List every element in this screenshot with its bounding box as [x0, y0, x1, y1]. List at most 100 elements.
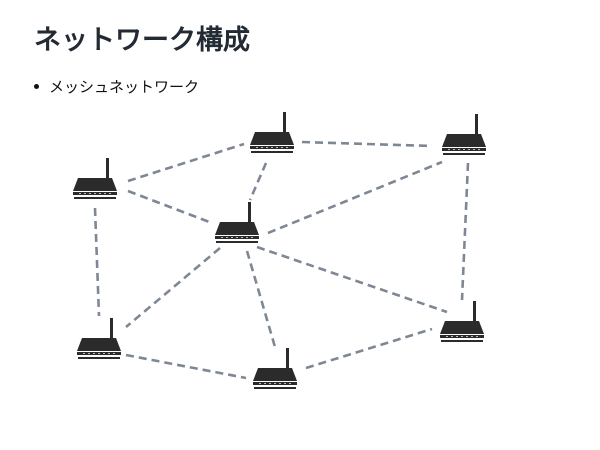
led-indicator — [451, 336, 453, 337]
router-base — [254, 387, 296, 389]
led-indicator — [473, 149, 475, 150]
led-indicator — [259, 383, 261, 384]
led-indicator — [458, 149, 460, 150]
router-base — [216, 241, 258, 243]
nodes-layer — [73, 112, 486, 389]
antenna — [475, 114, 478, 136]
led-indicator — [84, 193, 86, 194]
led-indicator — [276, 147, 278, 148]
led-indicator — [271, 147, 273, 148]
antenna — [473, 301, 476, 323]
bullet-list: メッシュネットワーク — [34, 76, 199, 97]
led-indicator — [279, 383, 281, 384]
led-indicator — [221, 237, 223, 238]
router-base — [441, 340, 483, 342]
router-7 — [440, 301, 484, 342]
led-indicator — [266, 147, 268, 148]
led-indicator — [256, 147, 258, 148]
wireless-router-icon — [250, 112, 294, 153]
link-router-3-router-4 — [267, 160, 443, 235]
link-router-4-router-7 — [256, 245, 448, 314]
led-indicator — [448, 149, 450, 150]
led-indicator — [241, 237, 243, 238]
led-indicator — [274, 383, 276, 384]
led-indicator — [98, 353, 100, 354]
led-indicator — [88, 353, 90, 354]
router-body — [77, 338, 121, 351]
led-indicator — [471, 336, 473, 337]
led-indicator — [461, 336, 463, 337]
led-indicator — [231, 237, 233, 238]
link-router-6-router-7 — [305, 327, 433, 370]
antenna — [283, 112, 286, 134]
bullet-item: メッシュネットワーク — [34, 76, 199, 97]
led-indicator — [289, 383, 291, 384]
router-body — [440, 321, 484, 334]
router-base — [251, 151, 293, 153]
router-3 — [442, 114, 486, 155]
link-router-3-router-7 — [460, 162, 470, 301]
led-indicator — [79, 193, 81, 194]
antenna — [286, 348, 289, 370]
led-indicator — [281, 147, 283, 148]
led-indicator — [453, 149, 455, 150]
router-body — [250, 132, 294, 145]
led-indicator — [94, 193, 96, 194]
wireless-router-icon — [440, 301, 484, 342]
link-router-1-router-2 — [127, 142, 245, 183]
links-layer — [93, 140, 470, 380]
antenna — [110, 318, 113, 340]
led-indicator — [83, 353, 85, 354]
bullet-text: メッシュネットワーク — [49, 78, 200, 96]
router-5 — [77, 318, 121, 359]
led-indicator — [93, 353, 95, 354]
led-indicator — [456, 336, 458, 337]
led-indicator — [236, 237, 238, 238]
led-indicator — [113, 353, 115, 354]
wireless-router-icon — [73, 158, 117, 199]
router-base — [443, 153, 485, 155]
antenna — [106, 158, 109, 180]
router-body — [442, 134, 486, 147]
led-indicator — [476, 336, 478, 337]
router-base — [78, 357, 120, 359]
led-indicator — [463, 149, 465, 150]
router-1 — [73, 158, 117, 199]
led-indicator — [251, 237, 253, 238]
wireless-router-icon — [253, 348, 297, 389]
router-body — [215, 222, 259, 235]
led-indicator — [226, 237, 228, 238]
router-body — [73, 178, 117, 191]
slide-title: ネットワーク構成 — [34, 25, 250, 56]
led-indicator — [89, 193, 91, 194]
router-2 — [250, 112, 294, 153]
link-router-1-router-5 — [93, 207, 101, 317]
wireless-router-icon — [215, 202, 259, 243]
link-router-1-router-4 — [127, 189, 213, 225]
wireless-router-icon — [77, 318, 121, 359]
led-indicator — [269, 383, 271, 384]
led-indicator — [286, 147, 288, 148]
led-indicator — [261, 147, 263, 148]
led-indicator — [104, 193, 106, 194]
router-4 — [215, 202, 259, 243]
led-indicator — [466, 336, 468, 337]
router-body — [253, 368, 297, 381]
antenna — [248, 202, 251, 224]
router-base — [74, 197, 116, 199]
led-indicator — [478, 149, 480, 150]
led-indicator — [108, 353, 110, 354]
led-indicator — [103, 353, 105, 354]
link-router-4-router-5 — [125, 247, 221, 328]
wireless-router-icon — [442, 114, 486, 155]
link-router-4-router-6 — [245, 250, 277, 348]
led-indicator — [109, 193, 111, 194]
led-indicator — [264, 383, 266, 384]
link-router-5-router-6 — [125, 353, 247, 380]
router-6 — [253, 348, 297, 389]
led-indicator — [446, 336, 448, 337]
led-indicator — [99, 193, 101, 194]
link-router-2-router-3 — [301, 140, 433, 148]
led-indicator — [284, 383, 286, 384]
